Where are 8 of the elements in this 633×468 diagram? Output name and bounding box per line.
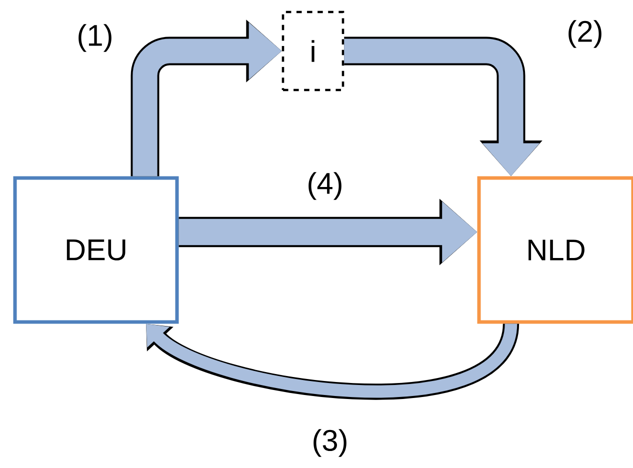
edge-label: (2)	[568, 20, 602, 48]
block-arrow	[146, 322, 519, 400]
edge-label: (1)	[78, 24, 112, 52]
edge-label: (3)	[314, 429, 346, 457]
edge-label: (4)	[308, 172, 342, 200]
country-box: NLD	[477, 176, 633, 324]
dashed-box: i	[282, 10, 344, 92]
country-box: DEU	[13, 176, 179, 324]
